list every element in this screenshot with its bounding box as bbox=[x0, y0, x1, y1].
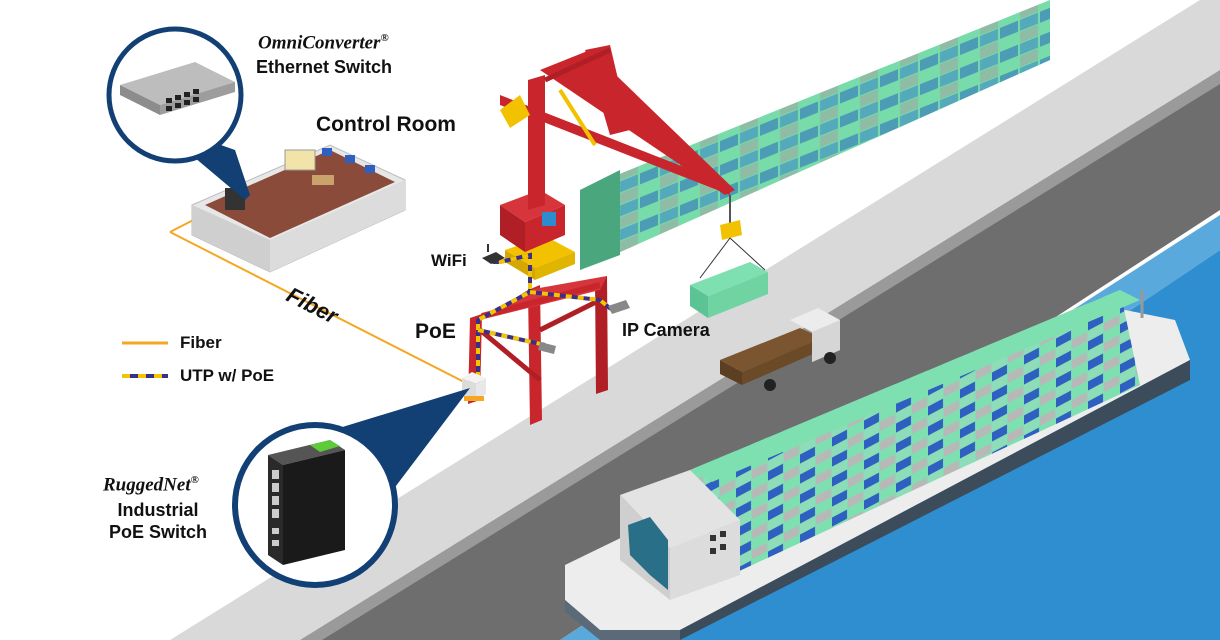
industrial-switch bbox=[462, 372, 486, 401]
poe-label: PoE bbox=[415, 320, 456, 343]
rugged-line1: Industrial bbox=[117, 500, 199, 520]
rugged-brand: RuggedNet® bbox=[103, 474, 199, 496]
poe-cable bbox=[476, 252, 532, 390]
omni-callout bbox=[106, 26, 250, 200]
omni-product-label: Ethernet Switch bbox=[256, 57, 393, 77]
omni-brand: OmniConverter® bbox=[258, 32, 389, 54]
rugged-callout bbox=[232, 388, 470, 588]
shore-container-stacks bbox=[580, 0, 1050, 270]
wifi-label: WiFi bbox=[431, 251, 467, 270]
control-room bbox=[191, 144, 406, 273]
truck bbox=[720, 308, 840, 391]
legend-fiber-label: Fiber bbox=[180, 333, 222, 352]
legend-utp-label: UTP w/ PoE bbox=[180, 366, 275, 385]
ip-camera-label: IP Camera bbox=[622, 320, 710, 340]
dock-sidewalk bbox=[170, 0, 1220, 640]
crane bbox=[468, 45, 768, 425]
control-room-label: Control Room bbox=[316, 113, 456, 136]
rugged-brand-name: RuggedNet bbox=[103, 474, 191, 496]
ship bbox=[565, 290, 1190, 640]
fiber-cable bbox=[169, 231, 471, 386]
rugged-reg-mark: ® bbox=[190, 474, 199, 486]
omni-reg-mark: ® bbox=[380, 32, 389, 44]
rugged-line2: PoE Switch bbox=[108, 522, 207, 542]
omni-brand-name: OmniConverter bbox=[258, 32, 381, 54]
